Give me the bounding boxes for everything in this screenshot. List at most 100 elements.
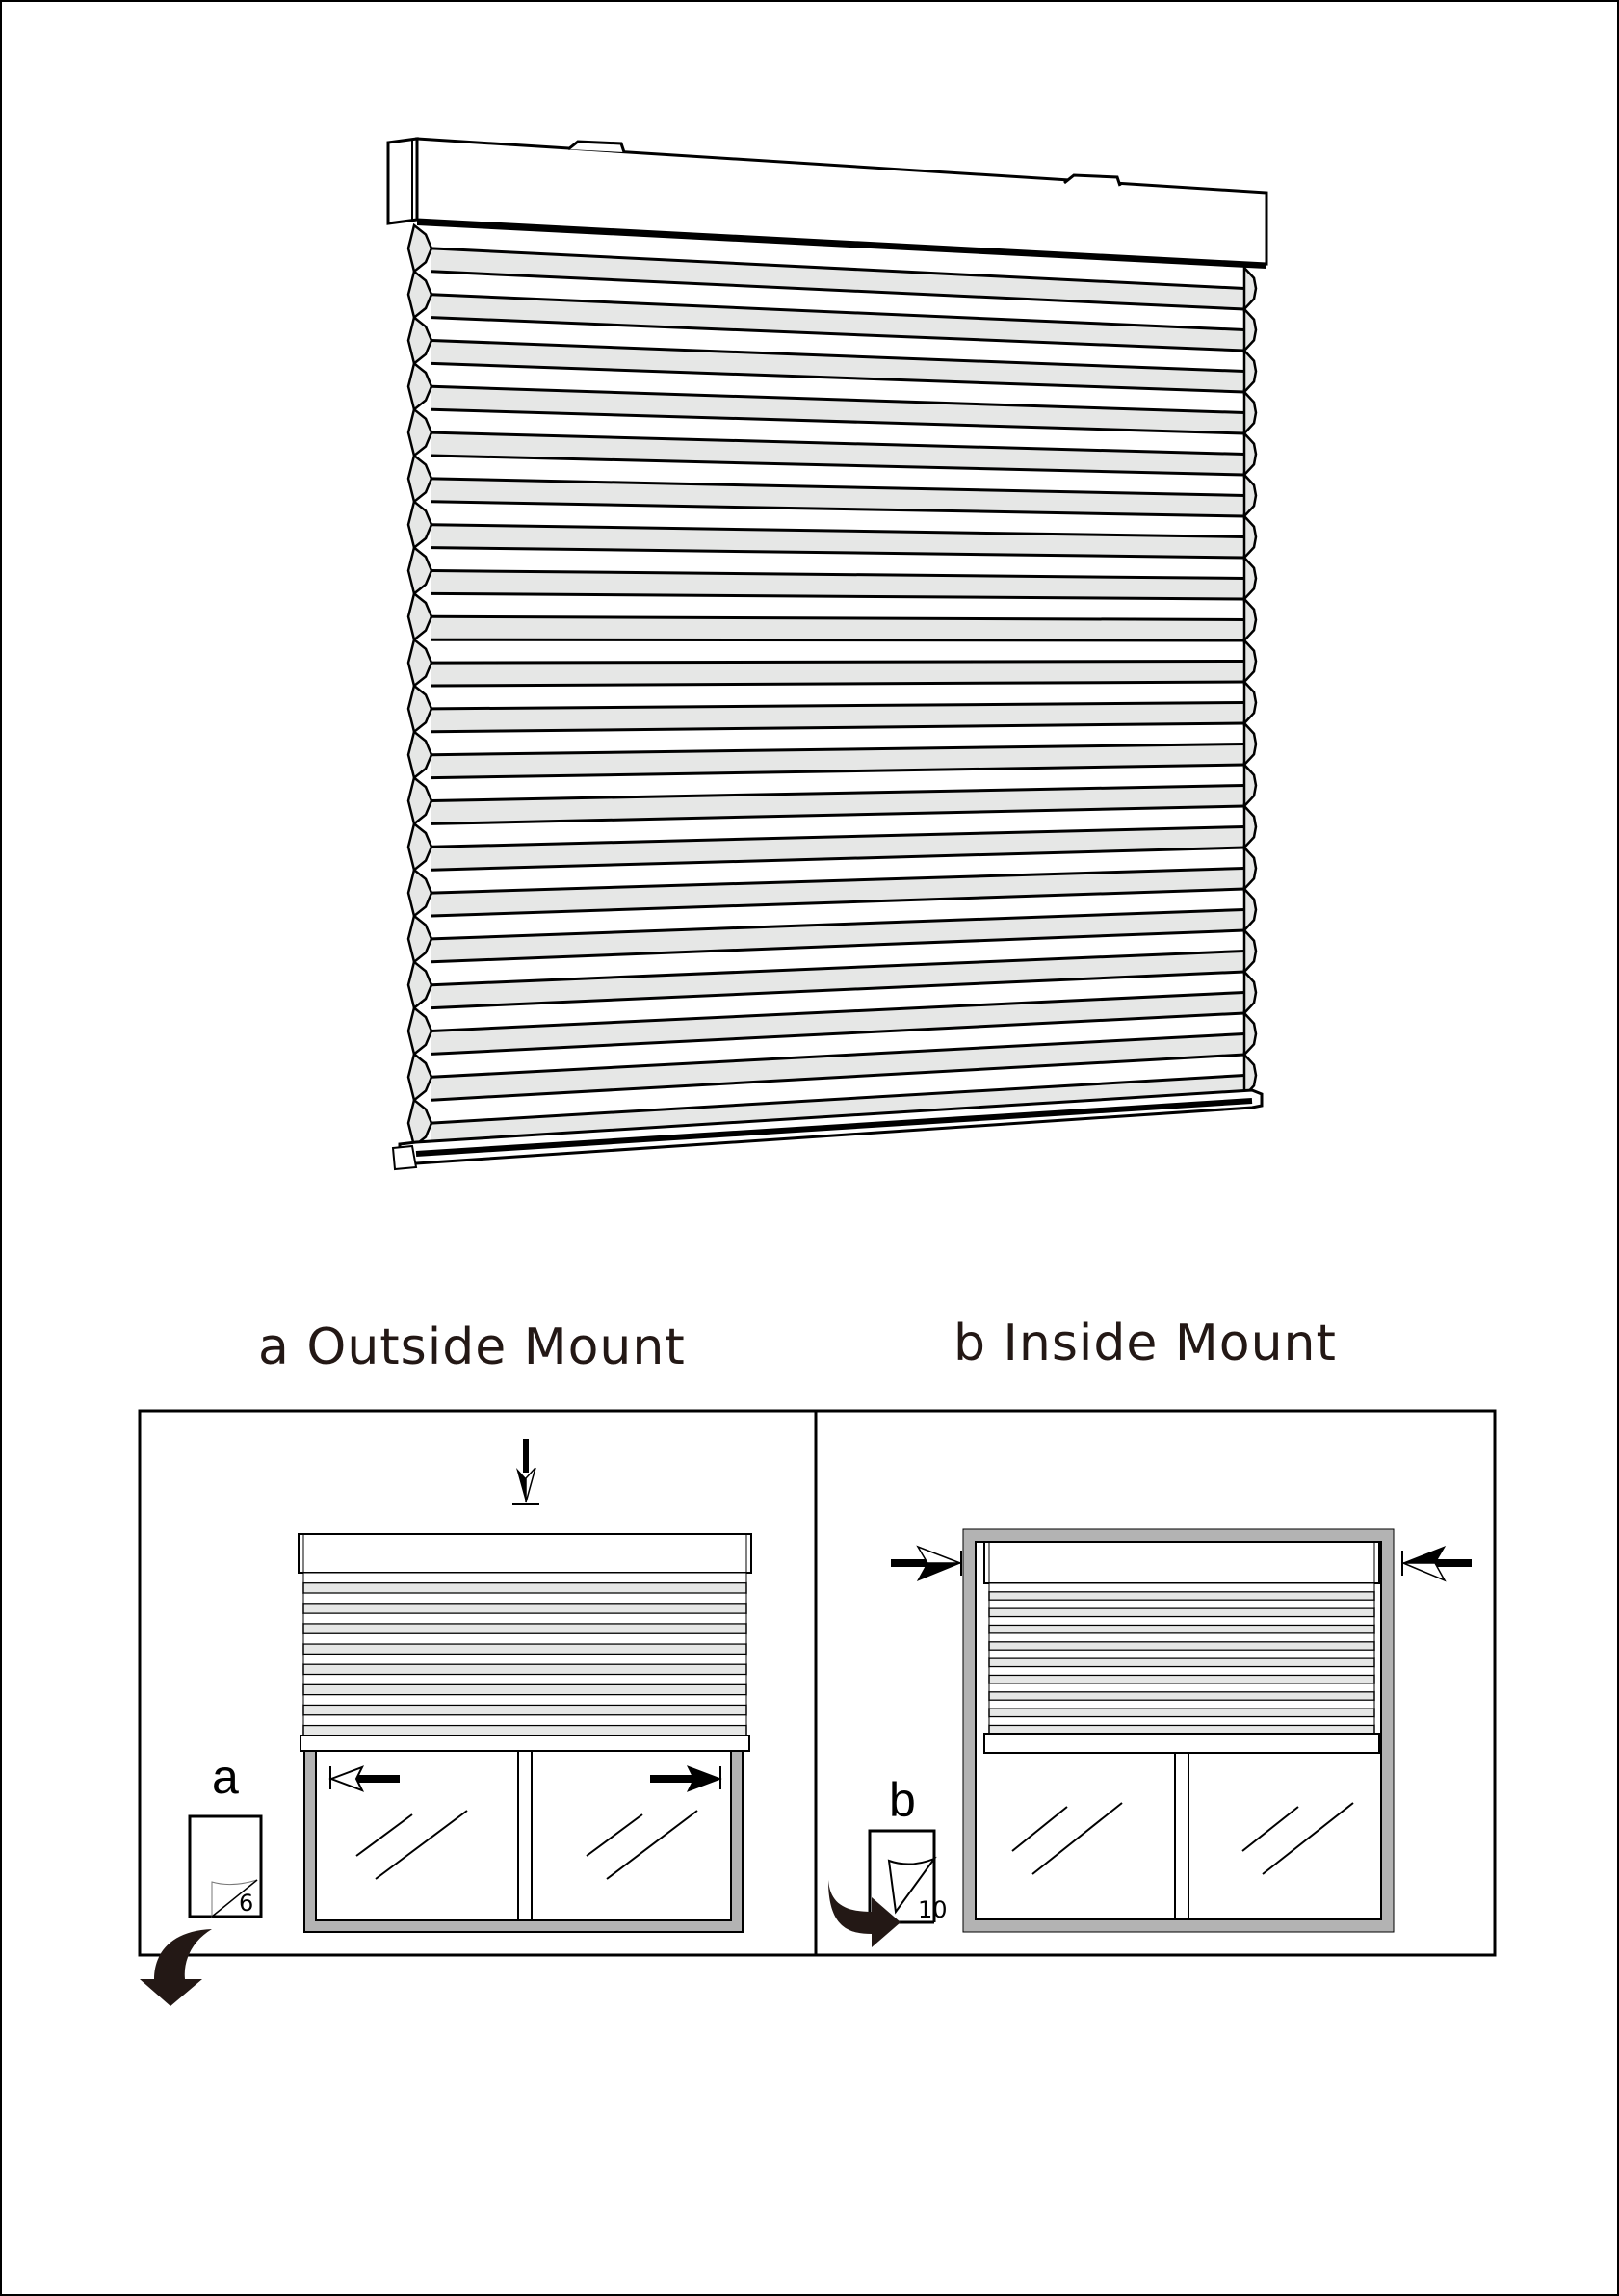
cell-profile-right — [1242, 885, 1258, 934]
pleat-line — [431, 1032, 1245, 1079]
pleat-shaded-band — [431, 248, 1244, 309]
pleat-line — [431, 887, 1245, 918]
outside-mount-panel: a 6 — [140, 1439, 752, 2006]
pleat-line — [431, 950, 1245, 987]
pleat-white-band — [302, 1694, 747, 1706]
cell-profile-left — [406, 545, 433, 596]
pleat-line — [431, 614, 1245, 621]
cell-profile-left — [406, 913, 433, 964]
pleat-white-band — [988, 1716, 1375, 1726]
cell-profile-left — [406, 1098, 433, 1149]
pleat-line — [431, 361, 1245, 394]
pleat-shaded-band — [302, 1581, 747, 1594]
pleat-white-band — [302, 1674, 747, 1685]
pleat-shaded-band — [431, 826, 1244, 871]
cell-profile-right — [1242, 471, 1258, 520]
pleat-line — [431, 701, 1245, 711]
cellular-shade-illustration — [386, 137, 1268, 1171]
cell-profile-left — [406, 591, 433, 642]
pleat-shaded-band — [431, 478, 1244, 516]
shade-pleats — [988, 1582, 1375, 1735]
pleat-shaded-band — [431, 951, 1244, 1008]
pleat-shaded-band — [431, 992, 1244, 1055]
pleat-line — [431, 1053, 1245, 1102]
pleat-shaded-band — [431, 340, 1244, 392]
step-label-a: a — [212, 1750, 239, 1804]
cell-profile-left — [406, 638, 433, 689]
headrail — [386, 137, 1268, 269]
pleat-shaded-band — [431, 616, 1244, 640]
cell-profile-right — [1242, 761, 1258, 810]
pleat-white-band — [302, 1654, 747, 1665]
pleat-line — [431, 569, 1245, 580]
pleat-line — [431, 784, 1245, 802]
cell-profile-right — [1242, 637, 1258, 686]
cell-profile-left — [406, 361, 433, 412]
measure-left-arrow-icon — [328, 1765, 400, 1792]
pleat-line — [431, 247, 1245, 290]
pleat-white-band — [302, 1714, 747, 1726]
cell-profile-left — [406, 1005, 433, 1057]
cell-profile-right — [1242, 1009, 1258, 1058]
cell-profile-left — [406, 499, 433, 550]
pleat-shaded-band — [431, 294, 1244, 351]
pleat-white-band — [302, 1612, 747, 1625]
shade-pleats — [302, 1572, 747, 1736]
measure-left-arrow-icon — [891, 1545, 962, 1582]
measure-right-arrow-icon — [650, 1765, 722, 1792]
window-mullion — [517, 1750, 533, 1921]
pleat-line — [431, 523, 1245, 538]
shade-pleats — [406, 222, 1258, 1149]
pleat-line — [431, 407, 1245, 435]
cell-profile-right — [1242, 844, 1258, 893]
pleat-line — [431, 867, 1245, 895]
cell-profile-left — [406, 407, 433, 458]
pleat-line — [431, 763, 1245, 780]
pleat-line — [431, 500, 1245, 518]
pleat-white-band — [302, 1632, 747, 1645]
pleat-line — [431, 908, 1245, 941]
pleat-white-band — [988, 1582, 1375, 1593]
cell-profile-right — [1242, 595, 1258, 644]
cell-profile-right — [1242, 264, 1258, 313]
pleat-white-band — [988, 1683, 1375, 1693]
pleat-shaded-band — [988, 1640, 1375, 1652]
cell-profile-right — [1242, 1051, 1258, 1100]
pleat-shaded-band — [302, 1724, 747, 1736]
pleat-line — [431, 316, 1245, 352]
window-mullion — [1174, 1750, 1189, 1920]
pleat-shaded-band — [431, 1033, 1244, 1101]
turn-page-arrow-icon[interactable] — [828, 1880, 901, 1947]
cell-profile-left — [406, 822, 433, 873]
bottom-rail — [300, 1735, 750, 1752]
pleat-shaded-band — [302, 1663, 747, 1676]
pleat-shaded-band — [302, 1643, 747, 1656]
pleat-shaded-band — [302, 1602, 747, 1614]
pleat-line — [431, 846, 1245, 872]
pleat-shaded-band — [431, 386, 1244, 433]
pleat-white-band — [988, 1616, 1375, 1626]
headrail — [298, 1533, 752, 1574]
pleat-shaded-band — [431, 432, 1244, 475]
pleat-line — [431, 928, 1245, 964]
pleat-shaded-band — [431, 909, 1244, 962]
turn-page-arrow-icon[interactable] — [140, 1929, 212, 2006]
cell-profile-left — [406, 868, 433, 919]
pleat-shaded-band — [431, 661, 1244, 686]
cell-profile-left — [406, 959, 433, 1010]
pleat-line — [431, 721, 1245, 734]
cell-profile-right — [1242, 512, 1258, 561]
pleat-white-band — [988, 1649, 1375, 1659]
outside-mount-title: a Outside Mount — [258, 1318, 686, 1376]
cell-profile-right — [1242, 554, 1258, 603]
inside-mount-title: b Inside Mount — [953, 1315, 1337, 1372]
pleat-line — [431, 638, 1245, 642]
cell-profile-right — [1242, 305, 1258, 354]
page-reference-number: 10 — [918, 1896, 948, 1923]
mounting-clip — [1063, 173, 1122, 187]
pleat-line — [431, 743, 1245, 757]
pleat-line — [431, 384, 1245, 414]
pleat-white-band — [302, 1592, 747, 1605]
